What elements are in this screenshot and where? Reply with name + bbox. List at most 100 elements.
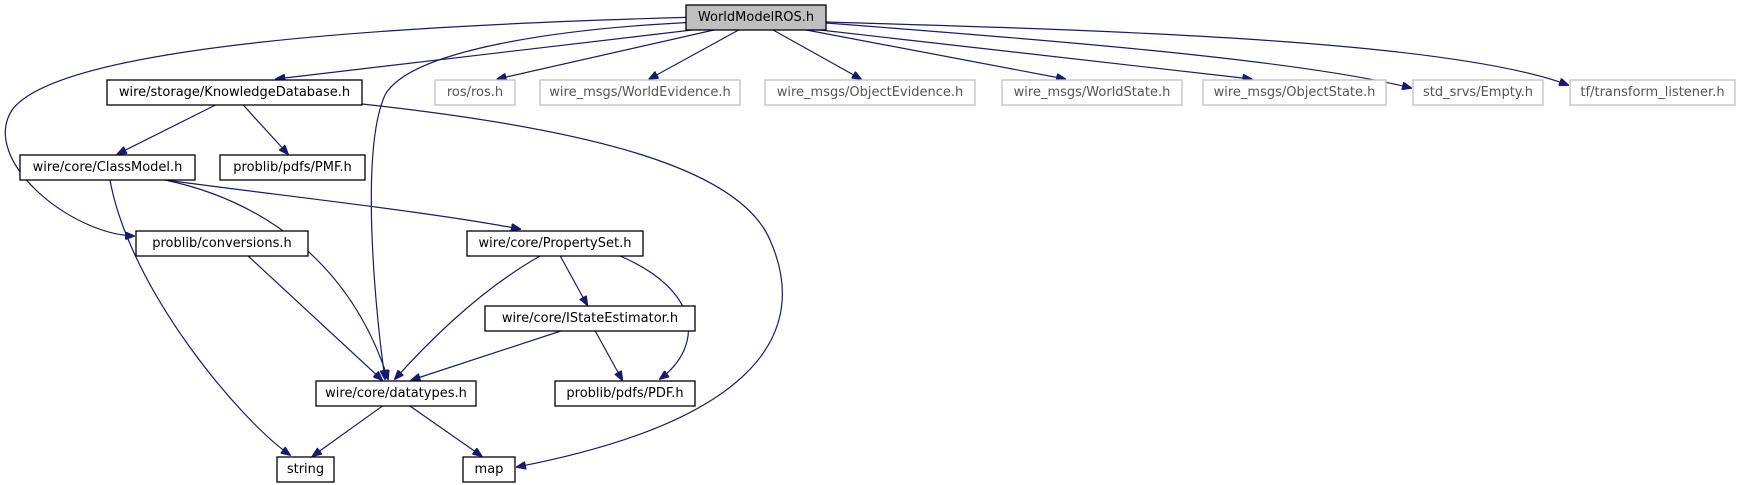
node-label: wire/core/PropertySet.h xyxy=(479,236,632,251)
edge-root-to-dt xyxy=(370,21,701,379)
edge-root-to-conv xyxy=(4,16,701,236)
node-dt[interactable]: wire/core/datatypes.h xyxy=(315,380,477,407)
node-os: wire_msgs/ObjectState.h xyxy=(1202,79,1387,106)
node-label: WorldModelROS.h xyxy=(698,10,814,25)
node-we: wire_msgs/WorldEvidence.h xyxy=(539,79,741,106)
edge-ise-to-dt xyxy=(412,330,562,380)
edge-root-to-empty xyxy=(825,22,1411,88)
node-label: string xyxy=(287,462,324,477)
edge-arrow xyxy=(164,179,520,229)
edge-arrow xyxy=(409,405,482,456)
node-oe: wire_msgs/ObjectEvidence.h xyxy=(764,79,976,106)
edge-arrow xyxy=(806,29,1065,79)
node-pdf[interactable]: problib/pdfs/PDF.h xyxy=(554,380,696,407)
node-label: std_srvs/Empty.h xyxy=(1423,85,1533,100)
node-label: ros/ros.h xyxy=(447,85,503,100)
node-label: problib/pdfs/PDF.h xyxy=(566,386,683,401)
edge-cm-to-ps xyxy=(164,179,520,229)
node-label: wire_msgs/WorldState.h xyxy=(1014,85,1171,100)
edge-arrow xyxy=(361,103,783,467)
node-box xyxy=(315,380,477,407)
node-label: wire/core/datatypes.h xyxy=(325,386,467,401)
edge-ps-to-ise xyxy=(559,255,587,305)
node-box xyxy=(685,4,827,31)
node-box xyxy=(466,230,644,257)
node-box xyxy=(1202,79,1387,106)
edge-arrow xyxy=(412,330,562,380)
edge-arrow xyxy=(497,29,714,79)
edge-root-to-we xyxy=(649,29,739,79)
edge-arrow xyxy=(247,255,382,380)
node-box xyxy=(219,154,366,181)
node-label: wire_msgs/WorldEvidence.h xyxy=(549,85,730,100)
node-box xyxy=(764,79,976,106)
edge-arrow xyxy=(276,29,693,79)
node-label: wire/storage/KnowledgeDatabase.h xyxy=(119,85,350,100)
edge-root-to-kdb xyxy=(276,29,693,79)
edge-root-to-tf xyxy=(825,21,1568,85)
node-label: problib/conversions.h xyxy=(152,236,291,251)
node-ise[interactable]: wire/core/IStateEstimator.h xyxy=(484,305,696,332)
edge-arrow xyxy=(395,255,541,379)
node-label: wire_msgs/ObjectState.h xyxy=(1214,85,1376,100)
node-tf: tf/transform_listener.h xyxy=(1569,79,1736,106)
edge-root-to-os xyxy=(819,29,1251,79)
edge-arrow xyxy=(4,16,701,236)
edge-arrow xyxy=(819,29,1251,79)
node-box xyxy=(135,230,309,257)
edge-arrow xyxy=(118,104,216,154)
edge-arrow xyxy=(772,29,861,79)
edge-cm-to-dt xyxy=(164,179,388,379)
edge-kdb-to-pmf xyxy=(242,104,288,154)
node-ps[interactable]: wire/core/PropertySet.h xyxy=(466,230,644,257)
node-label: wire/core/IStateEstimator.h xyxy=(502,311,678,326)
edge-arrow xyxy=(164,179,388,379)
node-label: wire/core/ClassModel.h xyxy=(33,160,183,175)
node-conv[interactable]: problib/conversions.h xyxy=(135,230,309,257)
edge-kdb-to-map xyxy=(361,103,783,467)
edge-kdb-to-cm xyxy=(118,104,216,154)
node-kdb[interactable]: wire/storage/KnowledgeDatabase.h xyxy=(106,79,363,106)
node-empty: std_srvs/Empty.h xyxy=(1412,79,1544,106)
node-box xyxy=(1412,79,1544,106)
edge-root-to-ws xyxy=(806,29,1065,79)
edge-arrow xyxy=(370,21,701,379)
edge-conv-to-dt xyxy=(247,255,382,380)
node-label: map xyxy=(475,462,504,477)
node-cm[interactable]: wire/core/ClassModel.h xyxy=(19,154,196,181)
edge-arrow xyxy=(242,104,288,154)
edge-arrow xyxy=(825,22,1411,88)
node-label: wire_msgs/ObjectEvidence.h xyxy=(777,85,964,100)
node-box xyxy=(462,456,516,483)
edge-arrow xyxy=(649,29,739,79)
edge-ps-to-dt xyxy=(395,255,541,379)
edge-arrow xyxy=(109,179,290,455)
node-box xyxy=(434,79,516,106)
node-root: WorldModelROS.h xyxy=(685,4,827,31)
edge-root-to-ros xyxy=(497,29,714,79)
edge-arrow xyxy=(594,330,622,380)
node-string[interactable]: string xyxy=(276,456,335,483)
node-label: problib/pdfs/PMF.h xyxy=(233,160,351,175)
node-box xyxy=(1001,79,1183,106)
node-box xyxy=(106,79,363,106)
node-map[interactable]: map xyxy=(462,456,516,483)
edge-arrow xyxy=(313,405,383,456)
node-box xyxy=(19,154,196,181)
edge-dt-to-map xyxy=(409,405,482,456)
node-box xyxy=(484,305,696,332)
node-box xyxy=(1569,79,1736,106)
node-box xyxy=(554,380,696,407)
edge-arrow xyxy=(825,21,1568,85)
edges-layer xyxy=(4,16,1568,467)
node-ws: wire_msgs/WorldState.h xyxy=(1001,79,1183,106)
node-ros: ros/ros.h xyxy=(434,79,516,106)
node-label: tf/transform_listener.h xyxy=(1580,85,1724,100)
edge-root-to-oe xyxy=(772,29,861,79)
nodes-layer: WorldModelROS.h wire/storage/KnowledgeDat… xyxy=(19,4,1736,483)
node-box xyxy=(539,79,741,106)
node-box xyxy=(276,456,335,483)
node-pmf[interactable]: problib/pdfs/PMF.h xyxy=(219,154,366,181)
edge-cm-to-string xyxy=(109,179,290,455)
